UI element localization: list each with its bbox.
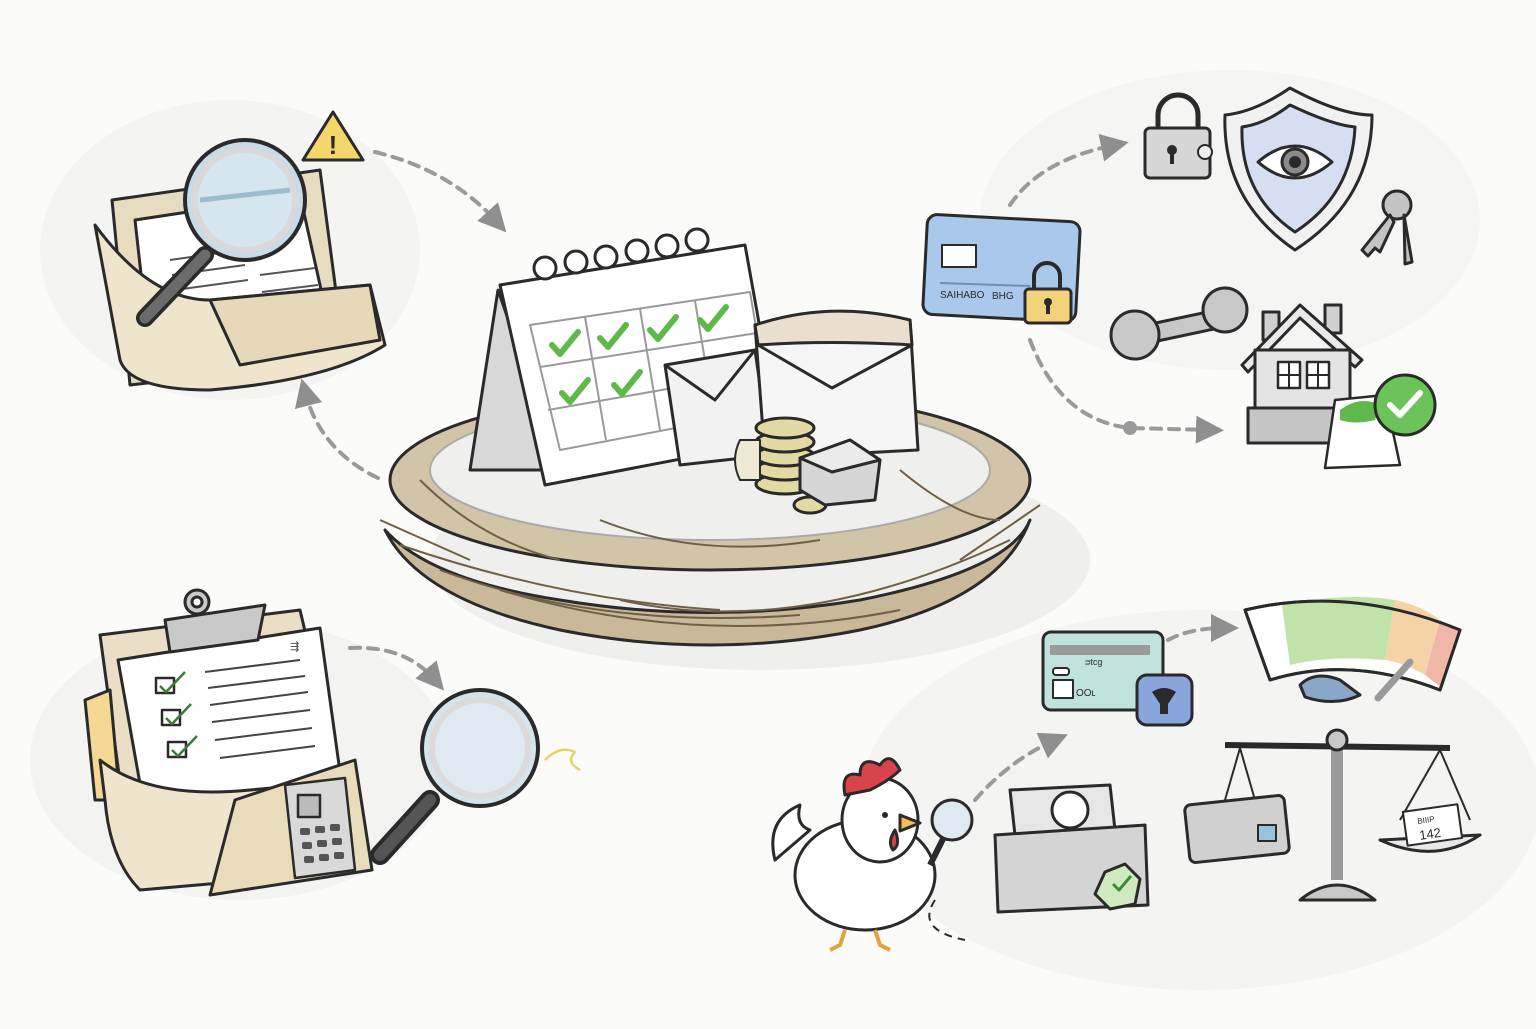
warning-triangle-icon [301, 110, 365, 162]
balance-scale-icon [1183, 728, 1482, 902]
checklist [154, 659, 316, 759]
card-text-left: SAIHABO [940, 290, 985, 301]
card-text-right: BHG [992, 291, 1014, 302]
center-nest-cluster [379, 227, 1041, 647]
keys-icon [1360, 189, 1414, 266]
arrow-card-to-padlock [1008, 134, 1129, 207]
arrow-nest-to-folder [294, 378, 380, 480]
magnifying-glass-icon [136, 138, 307, 327]
padlock-icon [1143, 92, 1213, 180]
magnifying-glass-icon [370, 688, 581, 865]
tag-text-line1: BIIIP [1417, 815, 1435, 826]
arrow-folder-to-nest [373, 150, 507, 233]
top-left-folder-cluster [93, 110, 387, 392]
arrow-card-to-house [1028, 338, 1224, 444]
cash-block-icon [798, 438, 882, 507]
tag-text-line2: 142 [1418, 825, 1442, 843]
records-box-icon [993, 783, 1150, 914]
clipboard-clip [163, 603, 267, 654]
rooster-icon [771, 757, 974, 952]
pin-icon [1109, 286, 1249, 361]
calculator-icon [283, 776, 357, 880]
teal-card-text-top: ᴝtcg [1085, 657, 1102, 667]
envelope-icon [663, 309, 920, 467]
bottom-left-folder-cluster [83, 588, 581, 897]
document-check-icon [1323, 373, 1437, 470]
card-padlock-icon [1023, 261, 1073, 325]
bottom-right-cluster [771, 596, 1482, 952]
check-marks [549, 304, 729, 405]
arrow-rooster-to-card [973, 732, 1068, 802]
credit-score-gauge-icon [1243, 596, 1462, 703]
teal-card-text-bottom: OOʟ [1076, 688, 1096, 699]
teal-card-icon [1041, 630, 1165, 712]
nest-front [383, 518, 1032, 647]
arrow-teal-card-to-gauge [1166, 614, 1239, 643]
shield-eye-icon [1223, 86, 1374, 252]
card-badge-icon [1135, 673, 1194, 727]
house-icon [1240, 303, 1364, 445]
clipboard-mark: ⇶ [290, 640, 299, 653]
warning-glyph: ! [329, 130, 338, 160]
flow-arrows [294, 134, 1239, 802]
top-right-cluster [921, 86, 1437, 470]
arrow-clipboard-to-magnifier [348, 645, 445, 691]
